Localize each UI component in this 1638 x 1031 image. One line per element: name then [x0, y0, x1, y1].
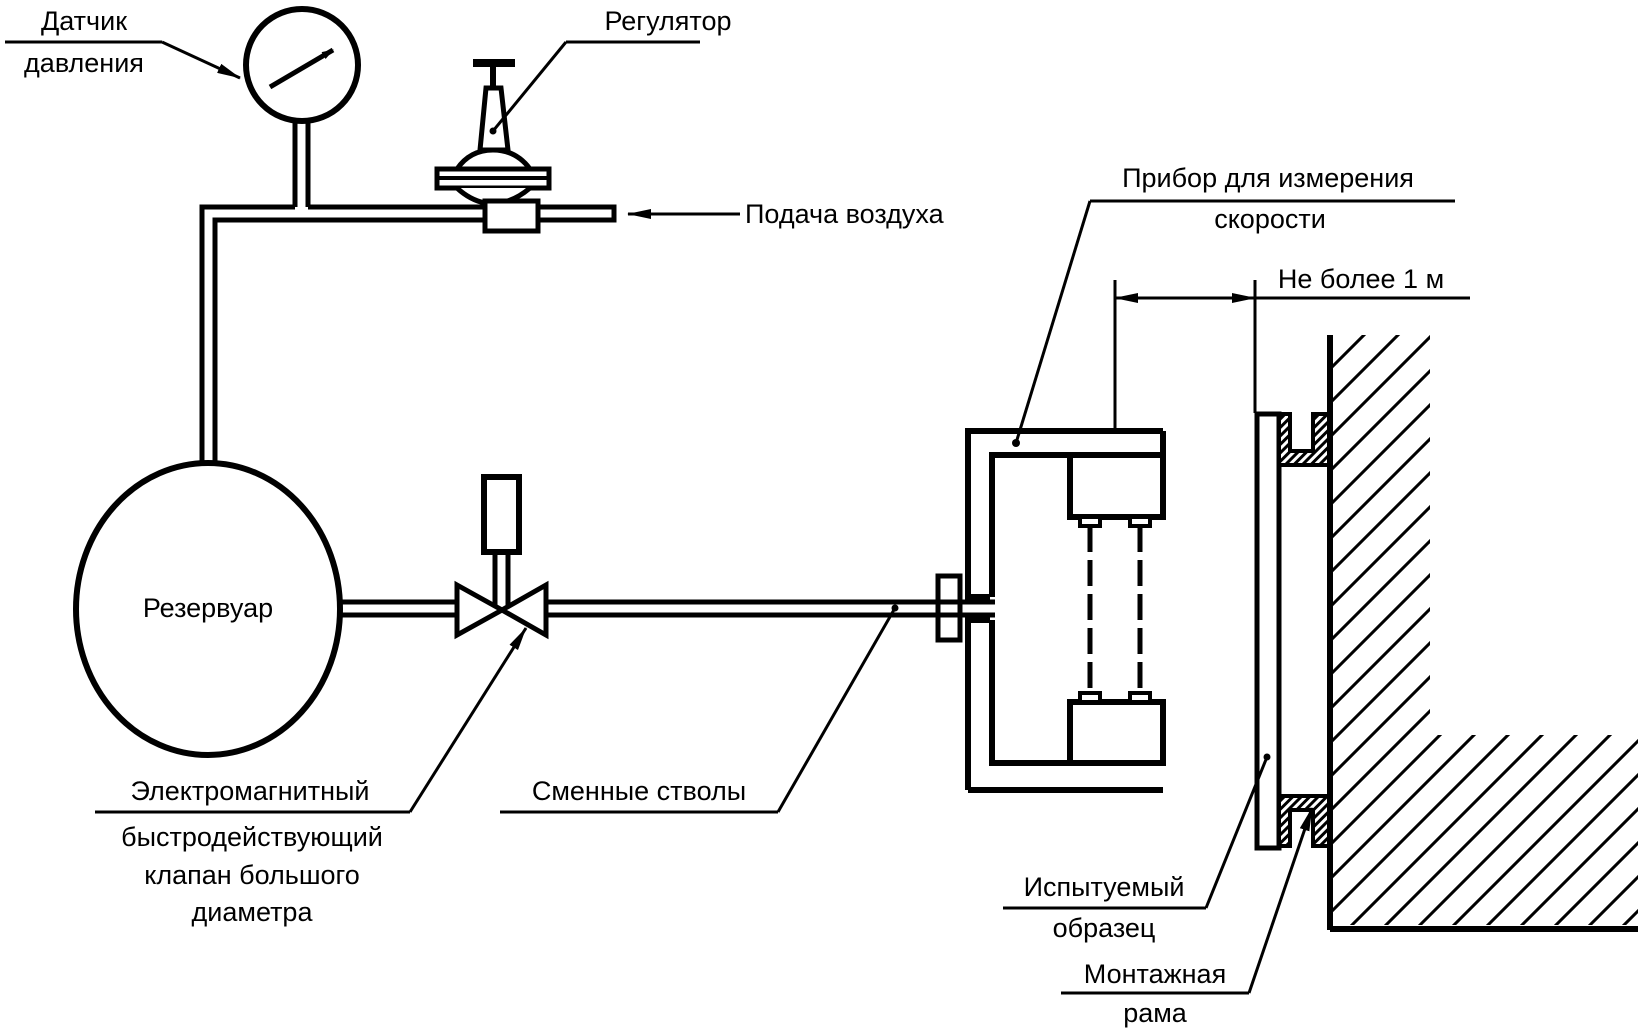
label-test-specimen-2: образец [1053, 913, 1156, 943]
label-velocity-meter-1: Прибор для измерения [1122, 163, 1414, 193]
wall-hatch-line [1510, 335, 1638, 925]
velocity-meter [965, 428, 1166, 793]
label-air-supply: Подача воздуха [745, 199, 945, 229]
distance-dimension [1113, 280, 1470, 431]
wall-hatch-line [1544, 335, 1638, 925]
reservoir-outlet-pipe [340, 599, 456, 618]
reservoir-tank [73, 460, 343, 758]
wall-hatch-line [1330, 335, 1534, 925]
label-test-specimen-1: Испытуемый [1024, 872, 1185, 902]
label-solenoid-valve-3: клапан большого [144, 860, 360, 890]
label-mounting-frame-2: рама [1123, 998, 1188, 1028]
wall-hatch-line [1330, 335, 1638, 925]
barrel-flange [935, 573, 963, 643]
label-mounting-frame-1: Монтажная [1084, 959, 1226, 989]
label-solenoid-valve-2: быстродействующий [121, 822, 383, 852]
wall-hatch-line [1330, 335, 1638, 925]
wall-hatch-line [1330, 335, 1466, 925]
wall [1327, 335, 1638, 932]
wall-hatch-line [1578, 335, 1638, 925]
interchangeable-barrel-pipe [548, 573, 995, 643]
pressure-gauge [243, 6, 361, 124]
wall-hatch-line [1476, 335, 1638, 925]
wall-hatch-line [1442, 335, 1638, 925]
wall-hatch-line [1330, 335, 1500, 925]
wall-hatch-line [1374, 335, 1638, 925]
test-specimen [1254, 411, 1282, 851]
gauge-needle-icon [268, 47, 335, 90]
label-distance-limit: Не более 1 м [1278, 264, 1444, 294]
leader-lines [5, 40, 1455, 995]
wall-hatch-line [1330, 335, 1638, 925]
label-solenoid-valve-4: диаметра [192, 897, 314, 927]
label-pressure-sensor-2: давления [24, 48, 144, 78]
pressure-regulator [434, 59, 552, 234]
mounting-frame [1277, 412, 1332, 848]
label-barrels: Сменные стволы [532, 776, 746, 806]
label-solenoid-valve-1: Электромагнитный [131, 776, 370, 806]
label-pressure-sensor-1: Датчик [41, 6, 127, 36]
supply-pipe [199, 204, 617, 466]
label-reservoir: Резервуар [143, 593, 273, 623]
wall-hatch-line [1330, 335, 1638, 925]
wall-hatch-line [1408, 335, 1638, 925]
label-velocity-meter-2: скорости [1214, 204, 1326, 234]
wall-hatch-line [1330, 335, 1638, 925]
wall-hatch-line [1330, 335, 1602, 925]
solenoid-valve [454, 474, 549, 640]
gauge-stem-pipe [292, 121, 311, 207]
label-regulator: Регулятор [604, 6, 731, 36]
wall-hatch-line [1340, 335, 1638, 925]
